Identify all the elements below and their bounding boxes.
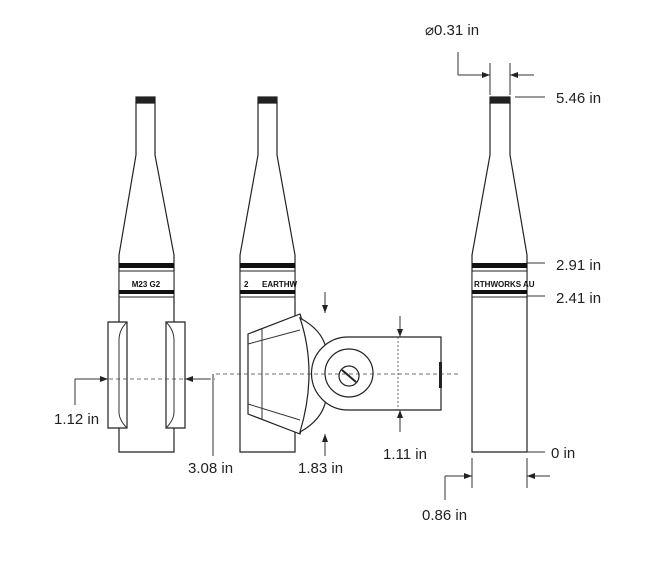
base-height-label: 0 in	[551, 445, 575, 462]
mount-arm-height-label: 1.11 in	[383, 446, 427, 463]
left-microphone-view: M23 G2	[74, 96, 215, 453]
clip-center-height-label: 3.08 in	[188, 460, 233, 477]
right-microphone-view: RTHWORKS AU	[444, 52, 550, 500]
middle-band-label: EARTHW	[262, 280, 298, 289]
clip-width-label: 1.12 in	[54, 411, 99, 428]
right-band-label: RTHWORKS AU	[474, 280, 535, 289]
tip-diameter-label: ⌀0.31 in	[425, 22, 479, 39]
body-diameter-label: 0.86 in	[422, 507, 467, 524]
mount-height-label: 1.83 in	[298, 460, 343, 477]
left-band-label: M23 G2	[132, 280, 161, 289]
middle-microphone-view: 2 EARTHW	[212, 96, 460, 456]
band-height-label: 2.41 in	[556, 290, 601, 307]
taper-end-height-label: 2.91 in	[556, 257, 601, 274]
overall-height-label: 5.46 in	[556, 90, 601, 107]
middle-band-prefix: 2	[244, 280, 249, 289]
